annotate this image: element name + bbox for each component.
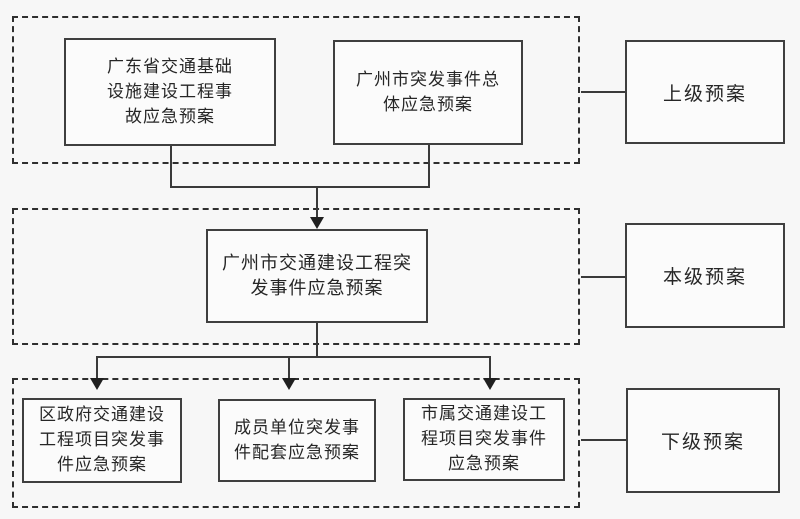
box-provincial-transport-infrastructure-plan: 广东省交通基础 设施建设工程事 故应急预案: [64, 38, 276, 146]
box-city-overall-emergency-plan-text: 广州市突发事件总 体应急预案: [356, 69, 500, 115]
tier-group-subordinate-plans: [12, 378, 580, 508]
label-subordinate-plans: 下级预案: [626, 388, 780, 493]
label-superior-plans-text: 上级预案: [662, 82, 747, 105]
label-superior-plans: 上级预案: [625, 40, 785, 144]
box-district-government-project-plan: 区政府交通建设 工程项目突发事 件应急预案: [22, 398, 182, 483]
box-city-transport-construction-plan: 广州市交通建设工程突 发事件应急预案: [206, 229, 428, 323]
box-municipal-project-plan-text: 市属交通建设工 程项目突发事件 应急预案: [421, 404, 547, 474]
box-member-unit-supporting-plan: 成员单位突发事 件配套应急预案: [218, 399, 376, 482]
label-subordinate-plans-text: 下级预案: [660, 431, 745, 453]
box-provincial-transport-infrastructure-plan-text: 广东省交通基础 设施建设工程事 故应急预案: [107, 56, 233, 127]
tier-group-current-level-plans: [12, 208, 580, 345]
box-city-overall-emergency-plan: 广州市突发事件总 体应急预案: [333, 40, 523, 145]
box-city-transport-construction-plan-text: 广州市交通建设工程突 发事件应急预案: [222, 253, 412, 299]
box-member-unit-supporting-plan-text: 成员单位突发事 件配套应急预案: [234, 417, 360, 463]
box-municipal-project-plan: 市属交通建设工 程项目突发事件 应急预案: [403, 398, 565, 481]
label-current-level-plans-text: 本级预案: [662, 266, 747, 288]
label-current-level-plans: 本级预案: [625, 223, 785, 328]
tier-group-superior-plans: [12, 16, 580, 164]
box-district-government-project-plan-text: 区政府交通建设 工程项目突发事 件应急预案: [39, 405, 165, 475]
